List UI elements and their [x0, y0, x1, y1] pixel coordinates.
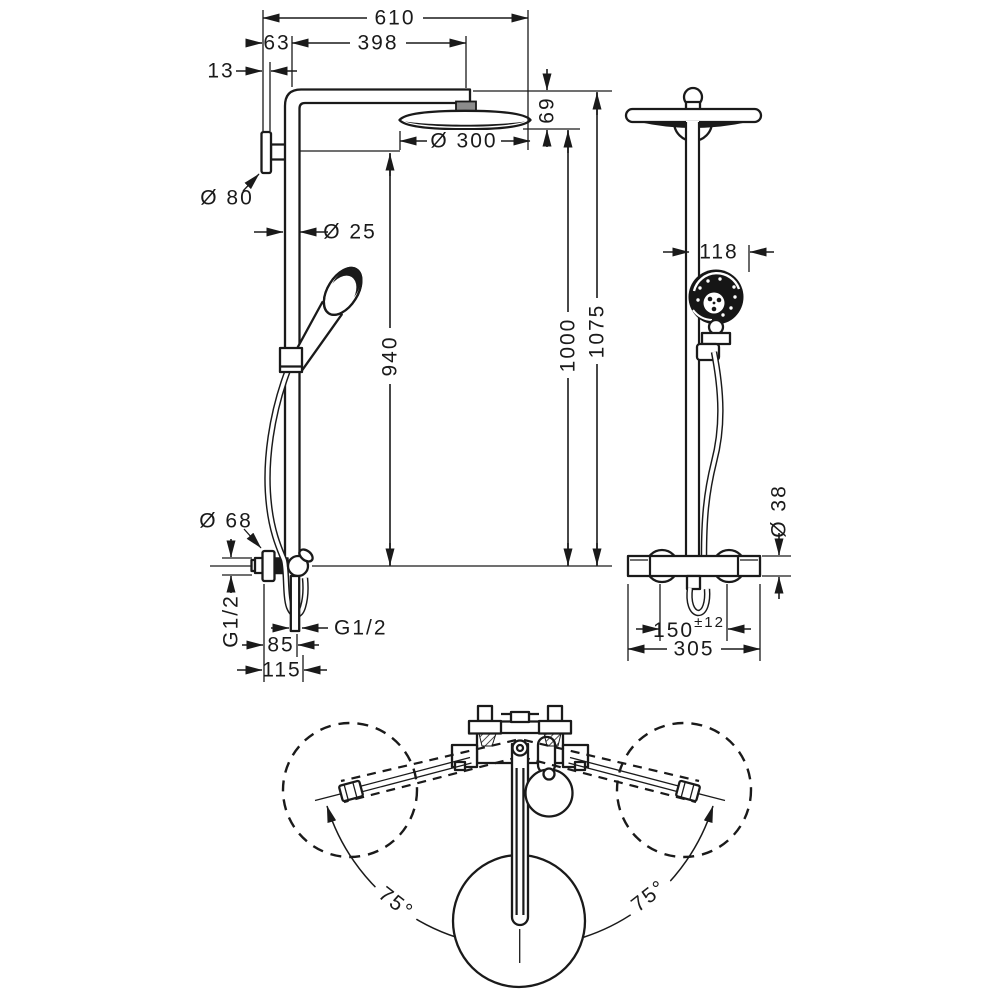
- dim-label-80: Ø 80: [200, 187, 254, 210]
- hand-shower-rim-highlight-bottom: [692, 309, 713, 321]
- hand-shower-hose: [264, 368, 309, 618]
- dim-valve-body-diameter: Ø 38: [762, 484, 791, 599]
- supply-union-left: [467, 704, 503, 747]
- hand-shower-rim-highlight: [692, 272, 741, 292]
- dim-hand-shower-offset: 118: [663, 241, 774, 272]
- dim-label-150: 150±12: [653, 614, 725, 642]
- hand-shower-face-mask: [325, 275, 357, 314]
- hose-fill: [265, 369, 308, 617]
- dim-label-1075: 1075: [586, 304, 609, 359]
- dim-label-63: 63: [263, 32, 290, 55]
- valve-escutcheon: [261, 549, 276, 583]
- holder-body: [278, 346, 304, 374]
- dim-label-940: 940: [379, 335, 402, 376]
- riser-pipe-side-fill: [686, 121, 699, 558]
- arm-end-fitting-right: [675, 779, 701, 803]
- bridge-block: [509, 710, 531, 724]
- dim-label-69: 69: [536, 96, 559, 123]
- front-view: 610 63 398 13 69 Ø 300 Ø 80: [199, 7, 612, 682]
- dim-inlet-thread: G1/2: [220, 539, 243, 648]
- outlet-nub: [685, 574, 702, 591]
- dim-wall-clearance: 13: [207, 60, 297, 83]
- dim-label-68: Ø 68: [199, 510, 253, 533]
- hose-loop-fill: [687, 587, 709, 615]
- dim-valve-depth: 115: [237, 659, 327, 682]
- dim-riser-height: 940: [379, 153, 402, 566]
- dim-label-398: 398: [357, 32, 398, 55]
- dim-label-1000: 1000: [557, 318, 580, 373]
- arm-pivot-center: [515, 743, 525, 753]
- slider-holder: [278, 346, 304, 374]
- dim-head-drop: 69: [536, 69, 559, 147]
- dim-bracket-offset: 63: [245, 32, 290, 55]
- shower-arm-plan: [510, 742, 530, 927]
- bracket-escutcheon: [260, 130, 273, 175]
- dim-label-g12-inlet: G1/2: [220, 594, 243, 648]
- label-mask: [621, 870, 677, 922]
- dim-label-25: Ø 25: [323, 221, 377, 244]
- overhead-shower-edge: [624, 107, 763, 124]
- hand-shower-side: [688, 269, 744, 362]
- arm-end-fitting-left: [338, 779, 364, 803]
- dim-label-305: 305: [673, 638, 714, 661]
- dim-head-diameter: Ø 300: [399, 130, 531, 153]
- dim-label-118: 118: [699, 241, 738, 264]
- dim-label-g12-outlet: G1/2: [334, 617, 388, 640]
- dim-total-height: 1075: [586, 92, 609, 566]
- dim-label-85: 85: [267, 634, 294, 657]
- valve-body-tube: [626, 554, 762, 578]
- label-escutcheon-diameter: Ø 80: [200, 173, 260, 210]
- nozzle-dots: [696, 277, 737, 317]
- hose-side: [700, 351, 724, 557]
- hose-outlet-stub: [289, 574, 301, 633]
- dim-arm-reach: 398: [291, 32, 467, 55]
- holder-bracket: [700, 331, 732, 346]
- dim-outlet-offset: 85: [242, 634, 319, 657]
- dim-label-13: 13: [207, 60, 234, 83]
- dim-head-height: 1000: [557, 130, 580, 566]
- dim-outlet-thread: G1/2: [271, 617, 388, 640]
- supply-union-right: [537, 704, 573, 747]
- spray-face: [405, 121, 525, 127]
- dim-pipe-diameter: Ø 25: [254, 221, 377, 244]
- dim-label-38: Ø 38: [768, 484, 791, 538]
- side-view: 118 Ø 38 150±12 305: [624, 86, 791, 661]
- union-section-hatch: [543, 733, 562, 747]
- dim-valve-width: 305: [627, 584, 761, 661]
- spray-selector-symbol: [707, 296, 722, 312]
- thermostat-valve-front: [250, 549, 289, 583]
- dim-label-115: 115: [262, 659, 301, 682]
- dim-label-610: 610: [374, 7, 415, 30]
- hand-shower-head-outline: [322, 266, 363, 316]
- front-extension-lines: [210, 10, 612, 682]
- dim-label-300: Ø 300: [430, 130, 497, 153]
- label-mask: [368, 877, 424, 929]
- dim-inlet-spacing: 150±12: [636, 584, 751, 642]
- thermostat-valve-side: [626, 548, 762, 617]
- dim-total-width: 610: [262, 7, 529, 30]
- hand-shower-plan-joint: [542, 767, 556, 781]
- plan-view: 75° 75°: [281, 704, 753, 989]
- overhead-shower-front: [398, 109, 532, 131]
- label-valve-escutcheon-diameter: Ø 68: [199, 510, 262, 549]
- valve-lever: [298, 548, 314, 563]
